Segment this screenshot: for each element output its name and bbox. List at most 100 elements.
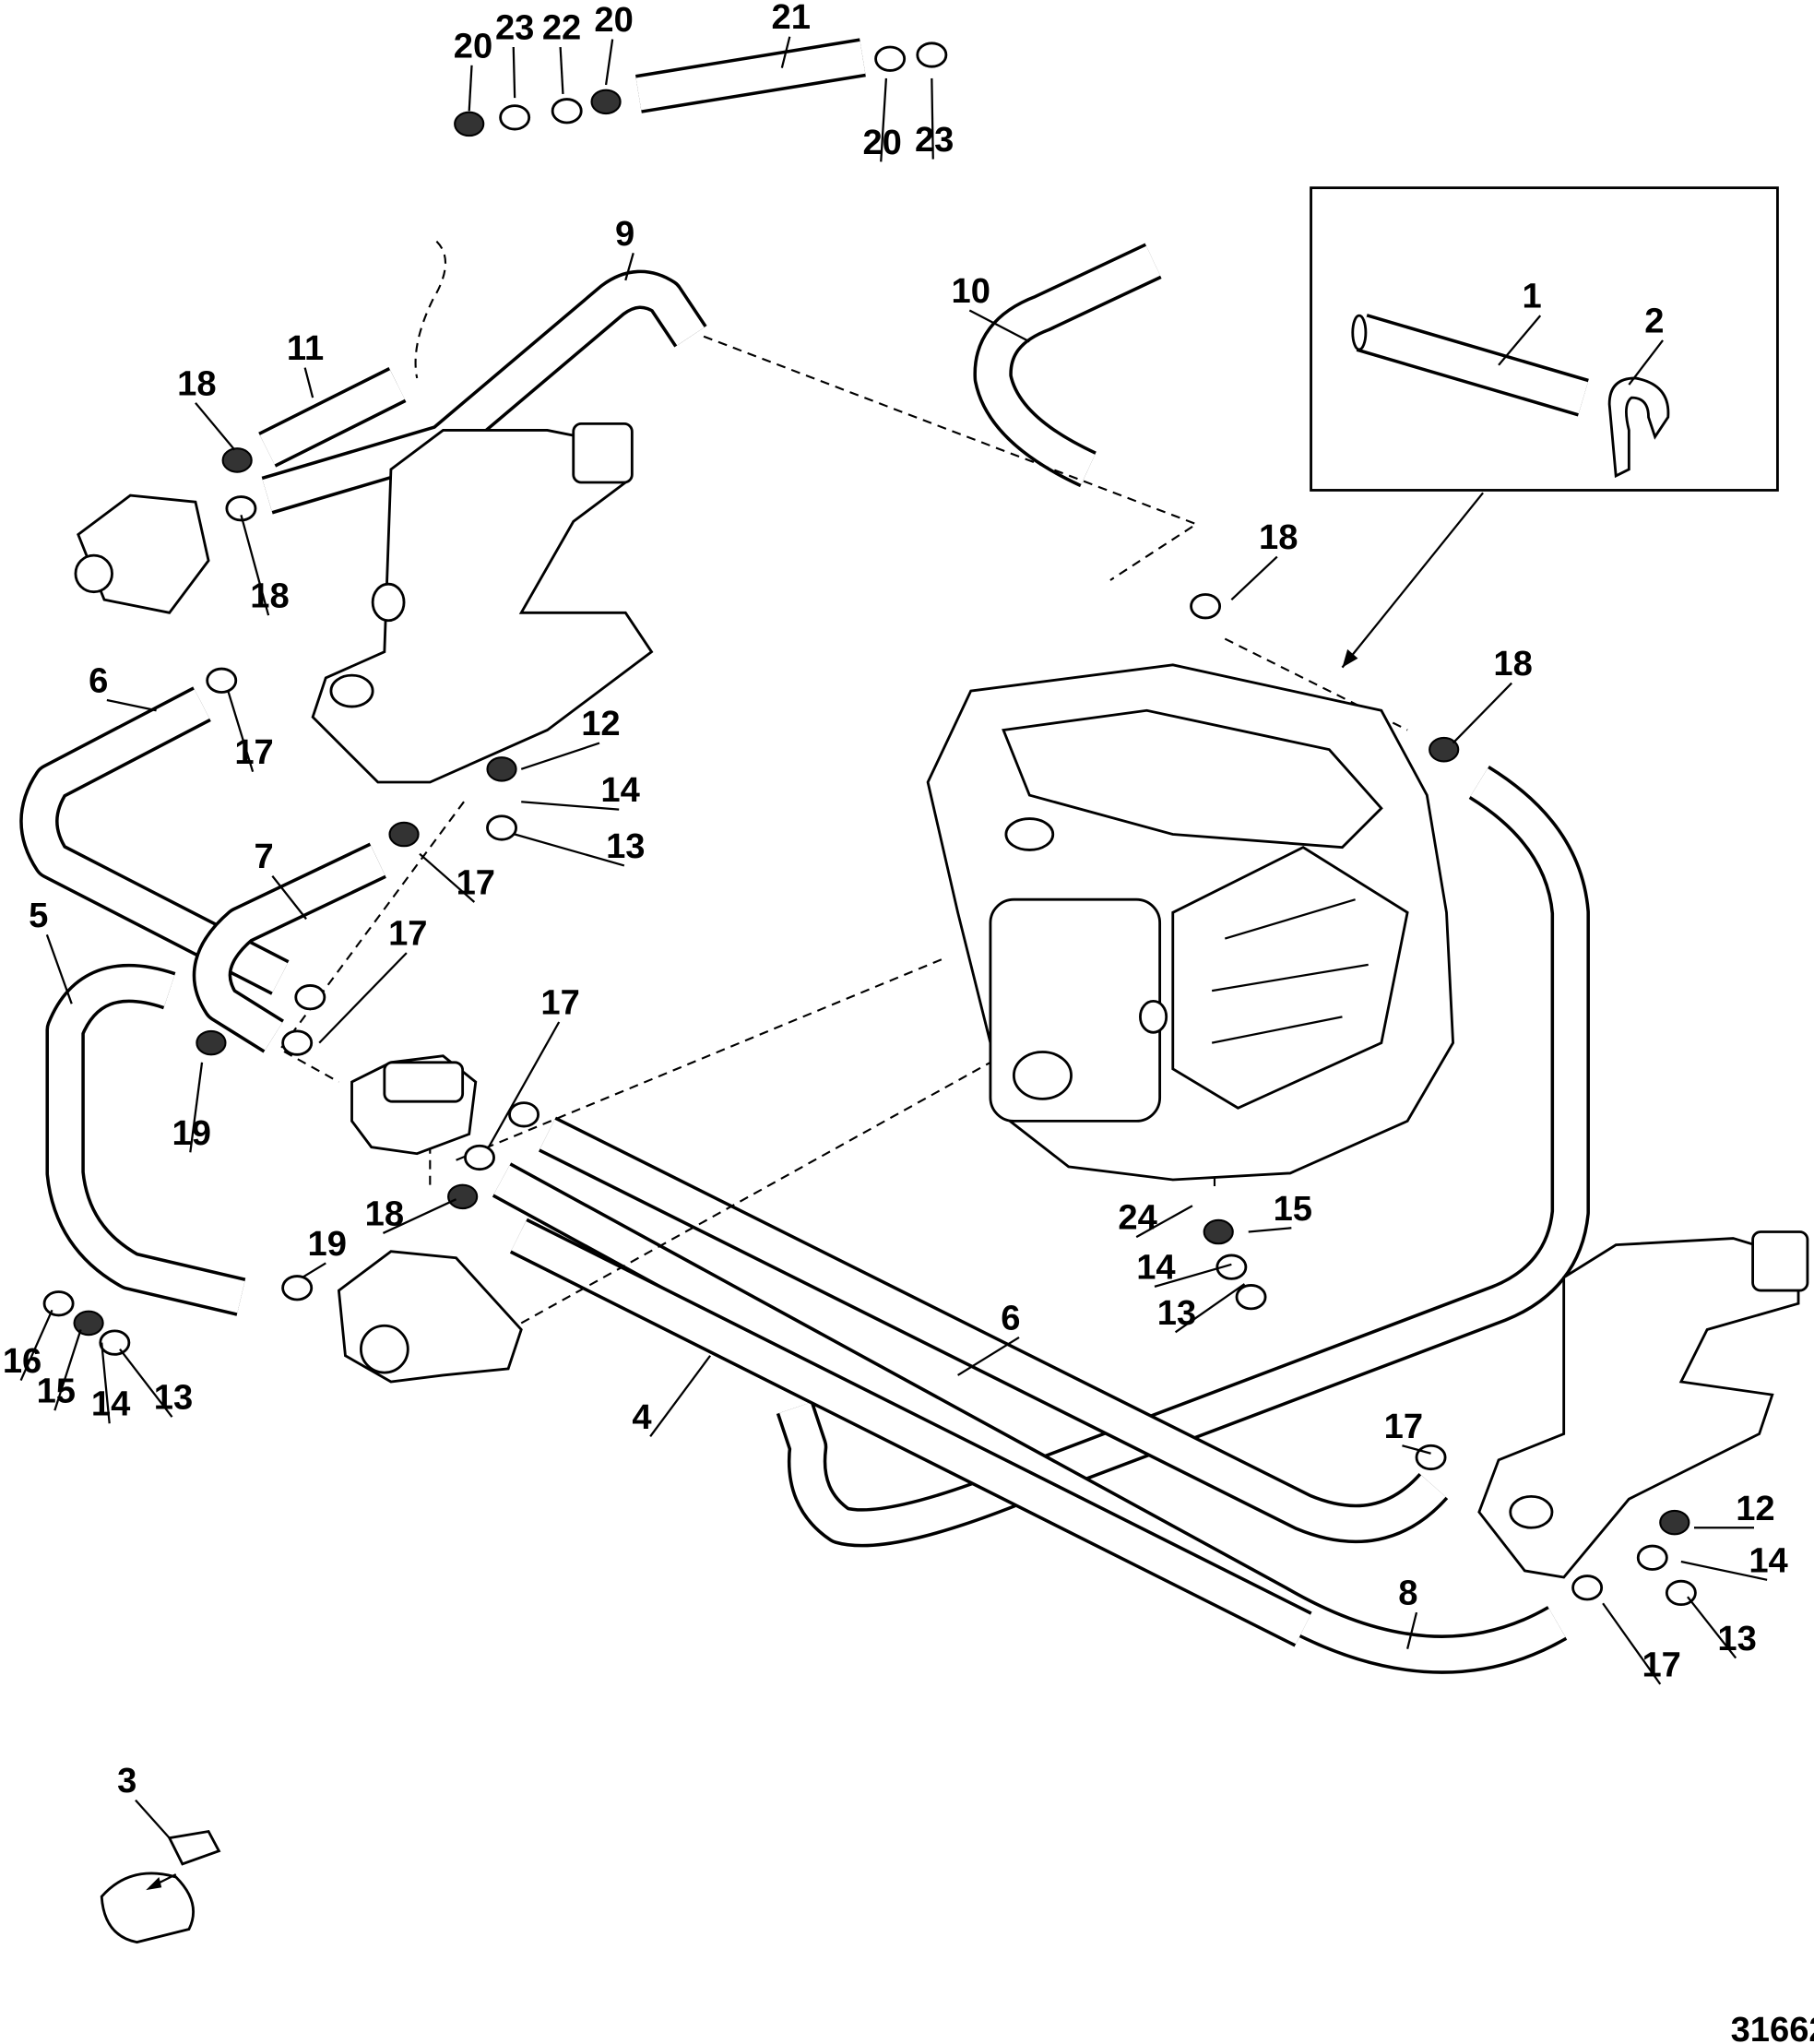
hose-clamps	[42, 42, 1697, 1607]
callout-12: 12	[1736, 1489, 1774, 1528]
clamp-11	[281, 1029, 314, 1056]
leader-line	[649, 1355, 712, 1438]
clamp-0	[454, 111, 485, 137]
leader-line	[227, 690, 255, 773]
clamp-10	[294, 984, 326, 1011]
clamp-30	[73, 1310, 104, 1337]
callout-13: 13	[1717, 1619, 1756, 1658]
leader-line	[106, 698, 157, 712]
leader-line	[271, 875, 307, 921]
callout-6: 6	[89, 660, 108, 700]
callout-10: 10	[952, 271, 990, 311]
callout-14: 14	[91, 1384, 130, 1424]
clamp-8	[206, 667, 238, 694]
engine-block	[926, 663, 1455, 1182]
leader-line	[1135, 1205, 1193, 1239]
hose-8	[539, 1119, 1446, 1540]
leader-line	[189, 1062, 204, 1153]
hose-7	[48, 967, 245, 1313]
callout-18: 18	[177, 363, 216, 403]
callout-17: 17	[234, 732, 273, 772]
hose-4	[779, 767, 1587, 1544]
clamp-20	[1415, 1444, 1447, 1471]
callout-17: 17	[540, 983, 579, 1023]
leader-line	[19, 1309, 53, 1382]
callout-13: 13	[606, 826, 645, 866]
callout-11: 11	[287, 328, 324, 368]
callout-17: 17	[456, 863, 495, 903]
callout-13: 13	[154, 1378, 193, 1418]
leader-line	[559, 46, 564, 94]
clamp-2	[551, 98, 583, 125]
circulating-pump	[337, 1250, 523, 1384]
callout-14: 14	[600, 770, 639, 810]
callout-15: 15	[37, 1372, 76, 1411]
leader-line	[382, 1198, 457, 1234]
hose-1	[259, 370, 405, 465]
leader-line	[195, 402, 236, 451]
seawater-pump	[74, 493, 210, 614]
hoses	[19, 38, 1590, 1674]
clamp-19	[1571, 1575, 1604, 1601]
leader-line	[1602, 1602, 1662, 1685]
callout-19: 19	[172, 1113, 211, 1153]
clamp-18	[1429, 736, 1460, 763]
clamp-22	[1215, 1254, 1248, 1280]
callout-3: 3	[117, 1761, 136, 1800]
leader-line	[53, 1329, 82, 1411]
inset-parts	[1351, 314, 1670, 479]
clamp-24	[1659, 1509, 1690, 1536]
leader-line	[604, 39, 614, 86]
bracket-detail	[100, 1829, 221, 1944]
callout-16: 16	[3, 1341, 41, 1381]
callout-24: 24	[1118, 1198, 1156, 1238]
callout-6: 6	[1001, 1298, 1020, 1337]
leader-line	[487, 1021, 561, 1148]
leader-line	[1680, 1560, 1768, 1581]
callout-15: 15	[1274, 1189, 1312, 1229]
leader-line	[302, 1262, 326, 1278]
callout-17: 17	[388, 914, 427, 954]
hose-6	[196, 845, 385, 1051]
callout-17: 17	[1384, 1407, 1423, 1446]
leader-line	[101, 1342, 111, 1424]
clamp-9	[388, 821, 420, 848]
exhaust-manifold-left	[311, 422, 654, 784]
leader-line	[1174, 1283, 1246, 1334]
callout-21: 21	[772, 0, 811, 37]
exhaust-manifold-right	[1477, 1230, 1809, 1579]
clamp-23	[1235, 1284, 1267, 1311]
callout-20: 20	[594, 0, 633, 40]
clamp-7	[225, 495, 257, 522]
leader-line	[1452, 682, 1512, 744]
callout-20: 20	[454, 26, 492, 65]
callout-18: 18	[1259, 517, 1298, 557]
leader-line	[880, 77, 888, 162]
callout-14: 14	[1749, 1540, 1787, 1580]
clamp-29	[42, 1290, 75, 1317]
callout-22: 22	[542, 8, 581, 48]
callout-18: 18	[250, 576, 289, 616]
callout-19: 19	[307, 1224, 346, 1264]
inset-box	[1310, 186, 1779, 492]
leader-line	[1687, 1596, 1737, 1659]
clamp-31	[99, 1329, 131, 1356]
clamp-4	[874, 45, 907, 72]
clamp-15	[447, 1183, 479, 1210]
hose-3	[977, 245, 1161, 484]
hose-5	[22, 689, 288, 992]
leader-line	[520, 742, 600, 770]
hose-2	[262, 273, 705, 512]
callout-7: 7	[255, 837, 274, 876]
callout-12: 12	[581, 704, 620, 743]
hose-0	[635, 41, 866, 111]
clamp-14	[464, 1144, 495, 1171]
leader-line	[624, 252, 634, 281]
callout-8: 8	[1398, 1574, 1417, 1613]
leader-line	[931, 77, 934, 160]
leader-line	[468, 65, 473, 112]
leader-line	[1230, 555, 1278, 600]
clamp-28	[486, 814, 517, 841]
callout-20: 20	[862, 123, 901, 162]
